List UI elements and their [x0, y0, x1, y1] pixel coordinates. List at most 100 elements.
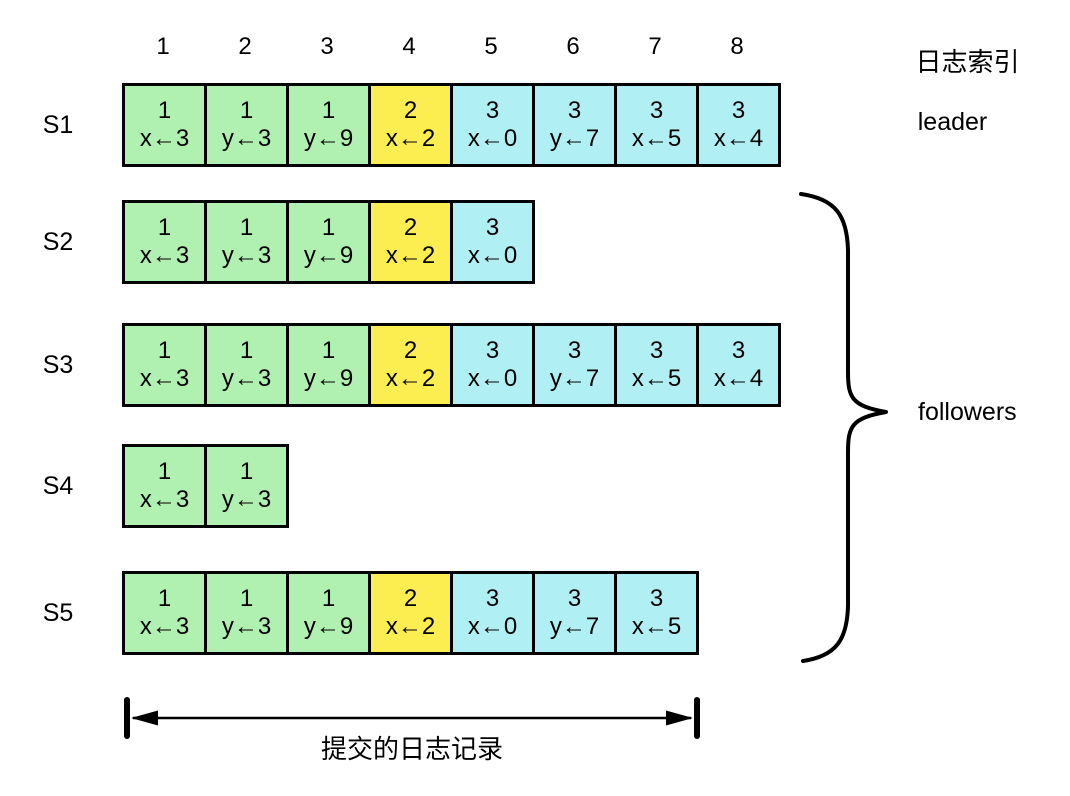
- log-index-number: 1: [156, 33, 170, 60]
- entry-command: y←9: [303, 613, 354, 640]
- followers-label: followers: [918, 398, 1017, 426]
- entry-term: 2: [403, 585, 418, 612]
- entry-command: x←5: [631, 365, 682, 392]
- entry-command: x←0: [467, 365, 518, 392]
- server-label: S1: [42, 110, 74, 139]
- entry-command: y←7: [549, 125, 600, 152]
- entry-command: x←3: [139, 613, 190, 640]
- log-index-number: 5: [484, 33, 498, 60]
- log-index-number: 3: [320, 33, 334, 60]
- entry-term: 1: [321, 585, 336, 612]
- entry-term: 3: [731, 97, 746, 124]
- log-index-number: 7: [648, 33, 662, 60]
- entry-term: 1: [157, 337, 172, 364]
- entry-term: 1: [157, 585, 172, 612]
- entry-term: 3: [485, 214, 500, 241]
- entry-command: y←9: [303, 125, 354, 152]
- log-index-number: 8: [730, 33, 744, 60]
- entry-term: 1: [239, 337, 254, 364]
- entry-command: x←4: [713, 125, 764, 152]
- server-label: S2: [42, 227, 74, 256]
- entry-term: 2: [403, 337, 418, 364]
- entry-term: 1: [321, 337, 336, 364]
- entry-term: 1: [157, 97, 172, 124]
- entry-command: x←0: [467, 613, 518, 640]
- entry-command: x←2: [385, 125, 436, 152]
- entry-command: x←4: [713, 365, 764, 392]
- log-index-number: 4: [402, 33, 416, 60]
- entry-term: 1: [239, 458, 254, 485]
- entry-command: y←9: [303, 242, 354, 269]
- entry-command: y←3: [221, 486, 272, 513]
- entry-term: 2: [403, 214, 418, 241]
- entry-term: 2: [403, 97, 418, 124]
- entry-command: x←5: [631, 613, 682, 640]
- entry-command: y←3: [221, 365, 272, 392]
- entry-command: y←9: [303, 365, 354, 392]
- entry-command: y←7: [549, 613, 600, 640]
- entry-term: 1: [321, 214, 336, 241]
- entry-command: y←3: [221, 242, 272, 269]
- entry-command: x←2: [385, 613, 436, 640]
- log-index-label: 日志索引: [915, 47, 1020, 77]
- entry-term: 3: [485, 337, 500, 364]
- entry-command: y←3: [221, 125, 272, 152]
- entry-term: 3: [649, 585, 664, 612]
- entry-term: 3: [731, 337, 746, 364]
- entry-command: x←0: [467, 125, 518, 152]
- entry-term: 3: [485, 97, 500, 124]
- server-label: S4: [42, 471, 74, 500]
- entry-command: x←3: [139, 365, 190, 392]
- server-label: S3: [42, 350, 74, 379]
- log-index-number: 2: [238, 33, 252, 60]
- entry-term: 3: [567, 97, 582, 124]
- committed-entries-label: 提交的日志记录: [320, 734, 503, 764]
- entry-command: y←3: [221, 613, 272, 640]
- entry-term: 3: [567, 585, 582, 612]
- leader-label: leader: [917, 108, 988, 136]
- entry-term: 1: [157, 458, 172, 485]
- entry-term: 3: [649, 97, 664, 124]
- entry-command: x←3: [139, 125, 190, 152]
- entry-term: 3: [649, 337, 664, 364]
- entry-command: x←3: [139, 486, 190, 513]
- entry-term: 3: [485, 585, 500, 612]
- entry-command: x←0: [467, 242, 518, 269]
- entry-term: 1: [157, 214, 172, 241]
- entry-command: x←2: [385, 242, 436, 269]
- entry-term: 1: [239, 97, 254, 124]
- entry-command: x←5: [631, 125, 682, 152]
